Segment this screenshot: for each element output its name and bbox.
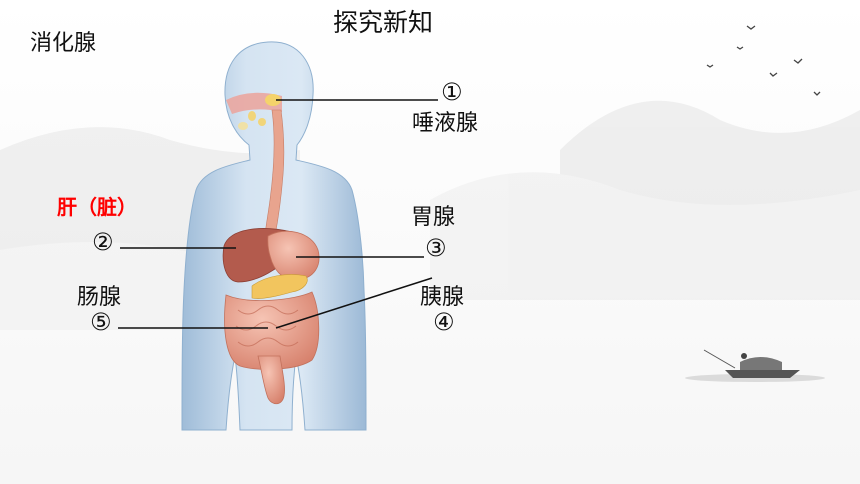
section-title: 消化腺	[30, 31, 97, 56]
label-intestinal-number: ⑤	[90, 308, 112, 336]
label-pancreas-number: ④	[433, 308, 455, 336]
page-title: 探究新知	[333, 8, 434, 37]
label-gastric-gland: 胃腺	[411, 205, 456, 230]
boat-decoration	[685, 349, 825, 382]
label-liver-number: ②	[92, 228, 114, 256]
label-pancreas: 胰腺	[420, 285, 465, 310]
pancreas-illustration	[251, 274, 308, 299]
label-salivary-gland: 唾液腺	[412, 111, 479, 136]
label-salivary-number: ①	[441, 78, 463, 106]
intestines-illustration	[224, 291, 320, 405]
label-liver-answer: 肝（脏）	[57, 195, 137, 219]
salivary-gland-illustration	[226, 92, 282, 130]
birds-decoration	[706, 25, 821, 96]
label-intestinal-gland: 肠腺	[77, 285, 122, 310]
label-gastric-number: ③	[425, 234, 447, 262]
leader-line-pancreas	[275, 277, 433, 329]
